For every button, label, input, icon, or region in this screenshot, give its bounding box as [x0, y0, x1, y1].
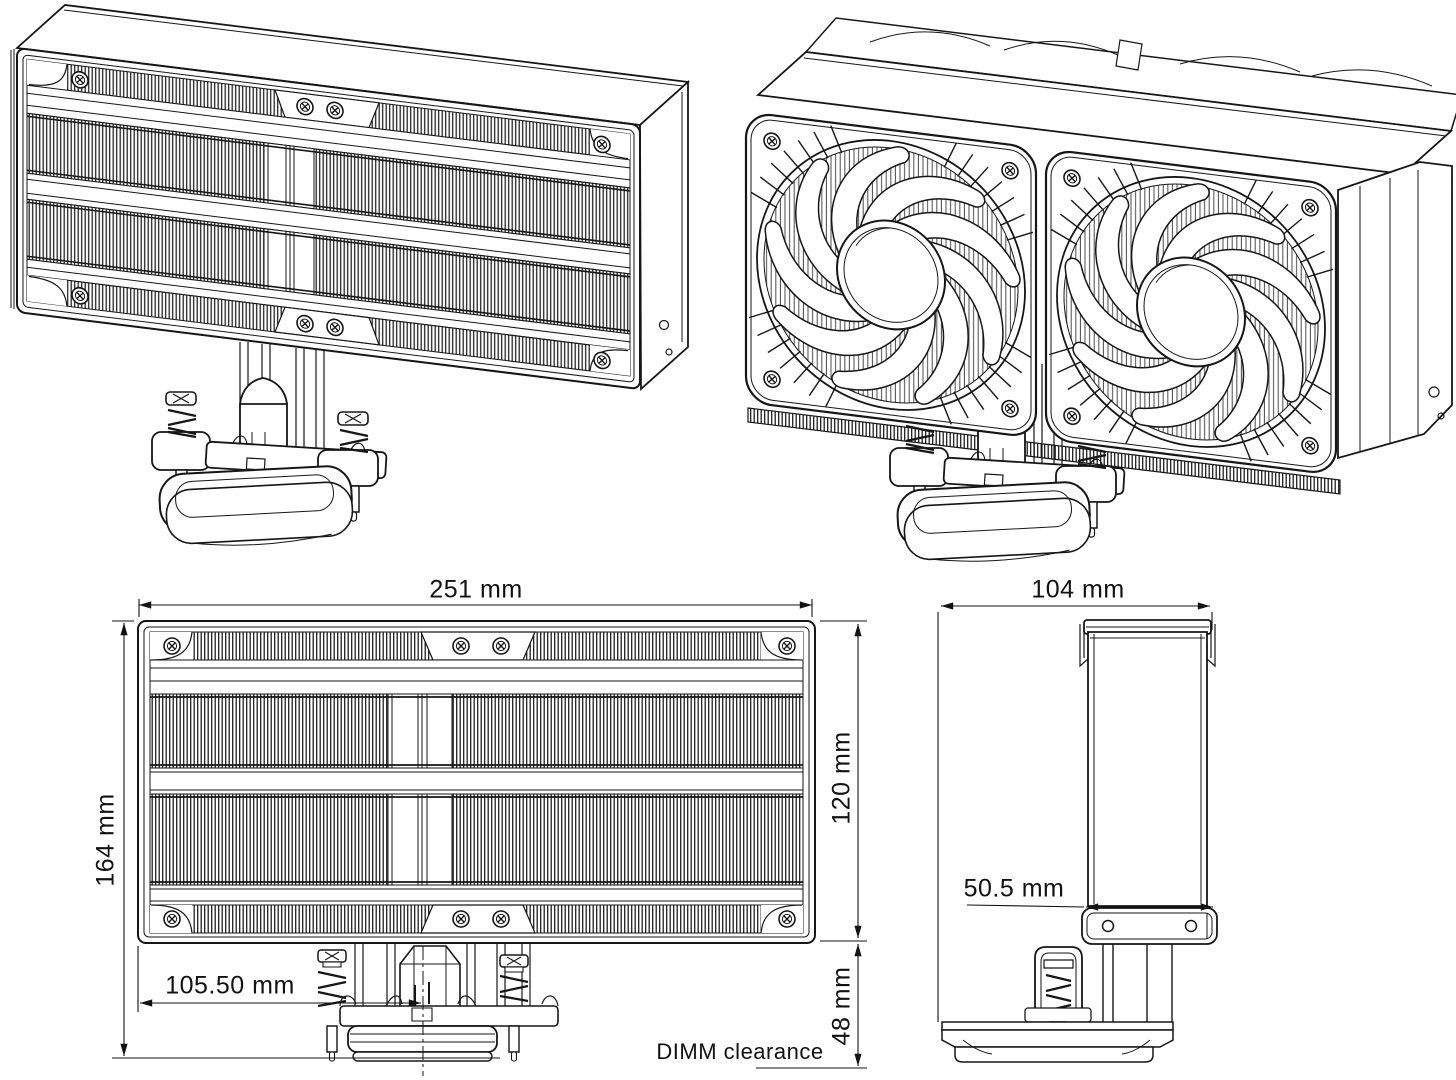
iso-front-view-with-fans — [746, 18, 1456, 567]
dim-body-height-label: 120 mm — [827, 731, 856, 825]
fan-right — [1046, 149, 1336, 476]
front-pump-assembly — [318, 944, 558, 1076]
dim-fin-depth-label: 50.5 mm — [963, 874, 1065, 903]
dim-depth-label: 104 mm — [1031, 575, 1125, 604]
dimension-lines — [112, 599, 1214, 1068]
dim-width-label: 251 mm — [429, 575, 523, 604]
radiator-face-rear — [17, 48, 640, 389]
iso-rear-view — [11, 5, 688, 551]
dimm-clearance-label: DIMM clearance — [656, 1039, 824, 1064]
side-view — [942, 620, 1217, 1062]
front-view — [138, 621, 815, 1076]
dim-total-height-label: 164 mm — [91, 793, 120, 887]
fan-left — [746, 112, 1036, 439]
mounting-hardware-rear — [150, 340, 389, 551]
dim-socket-offset-label: 105.50 mm — [165, 971, 295, 1000]
dim-dimm-height-label: 48 mm — [827, 966, 856, 1046]
front-radiator — [138, 621, 815, 943]
